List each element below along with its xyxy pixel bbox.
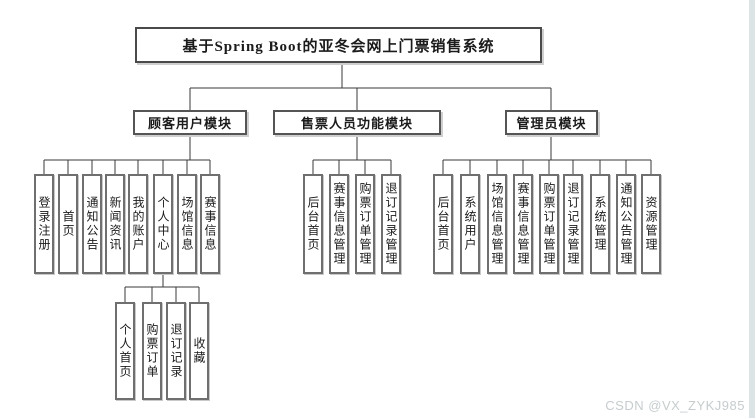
node-seller-event-info-mgmt: 赛事信息管理 bbox=[329, 174, 349, 274]
node-personal-center: 个人中心 bbox=[153, 174, 173, 274]
node-personal-home: 个人首页 bbox=[115, 302, 135, 400]
node-seller-refund-record-mgmt: 退订记录管理 bbox=[381, 174, 401, 274]
page-edge-strip bbox=[749, 0, 755, 418]
node-seller-ticket-order-mgmt: 购票订单管理 bbox=[355, 174, 375, 274]
node-admin-notice-mgmt: 通知公告管理 bbox=[616, 174, 636, 274]
node-my-account: 我的账户 bbox=[128, 174, 148, 274]
node-admin-refund-record-mgmt: 退订记录管理 bbox=[563, 174, 583, 274]
node-refund-record: 退订记录 bbox=[166, 302, 186, 400]
node-admin-venue-info-mgmt: 场馆信息管理 bbox=[487, 174, 507, 274]
node-notice: 通知公告 bbox=[82, 174, 102, 274]
node-ticket-order: 购票订单 bbox=[142, 302, 162, 400]
node-home: 首页 bbox=[58, 174, 78, 274]
module-customer: 顾客用户模块 bbox=[133, 110, 247, 135]
root-node: 基于Spring Boot的亚冬会网上门票销售系统 bbox=[135, 27, 542, 63]
node-venue-info: 场馆信息 bbox=[177, 174, 197, 274]
node-news: 新闻资讯 bbox=[105, 174, 125, 274]
node-admin-system-user: 系统用户 bbox=[460, 174, 480, 274]
node-admin-system-mgmt: 系统管理 bbox=[590, 174, 610, 274]
node-admin-event-info-mgmt: 赛事信息管理 bbox=[513, 174, 533, 274]
node-admin-ticket-order-mgmt: 购票订单管理 bbox=[539, 174, 559, 274]
node-admin-backend-home: 后台首页 bbox=[433, 174, 453, 274]
node-login-register: 登录注册 bbox=[34, 174, 54, 274]
node-admin-resource-mgmt: 资源管理 bbox=[641, 174, 661, 274]
node-seller-backend-home: 后台首页 bbox=[303, 174, 323, 274]
node-event-info: 赛事信息 bbox=[200, 174, 220, 274]
module-admin: 管理员模块 bbox=[505, 110, 598, 135]
node-favorites: 收藏 bbox=[189, 302, 209, 400]
module-ticket-seller: 售票人员功能模块 bbox=[273, 110, 441, 135]
csdn-watermark: CSDN @VX_ZYKJ985 bbox=[605, 398, 745, 413]
